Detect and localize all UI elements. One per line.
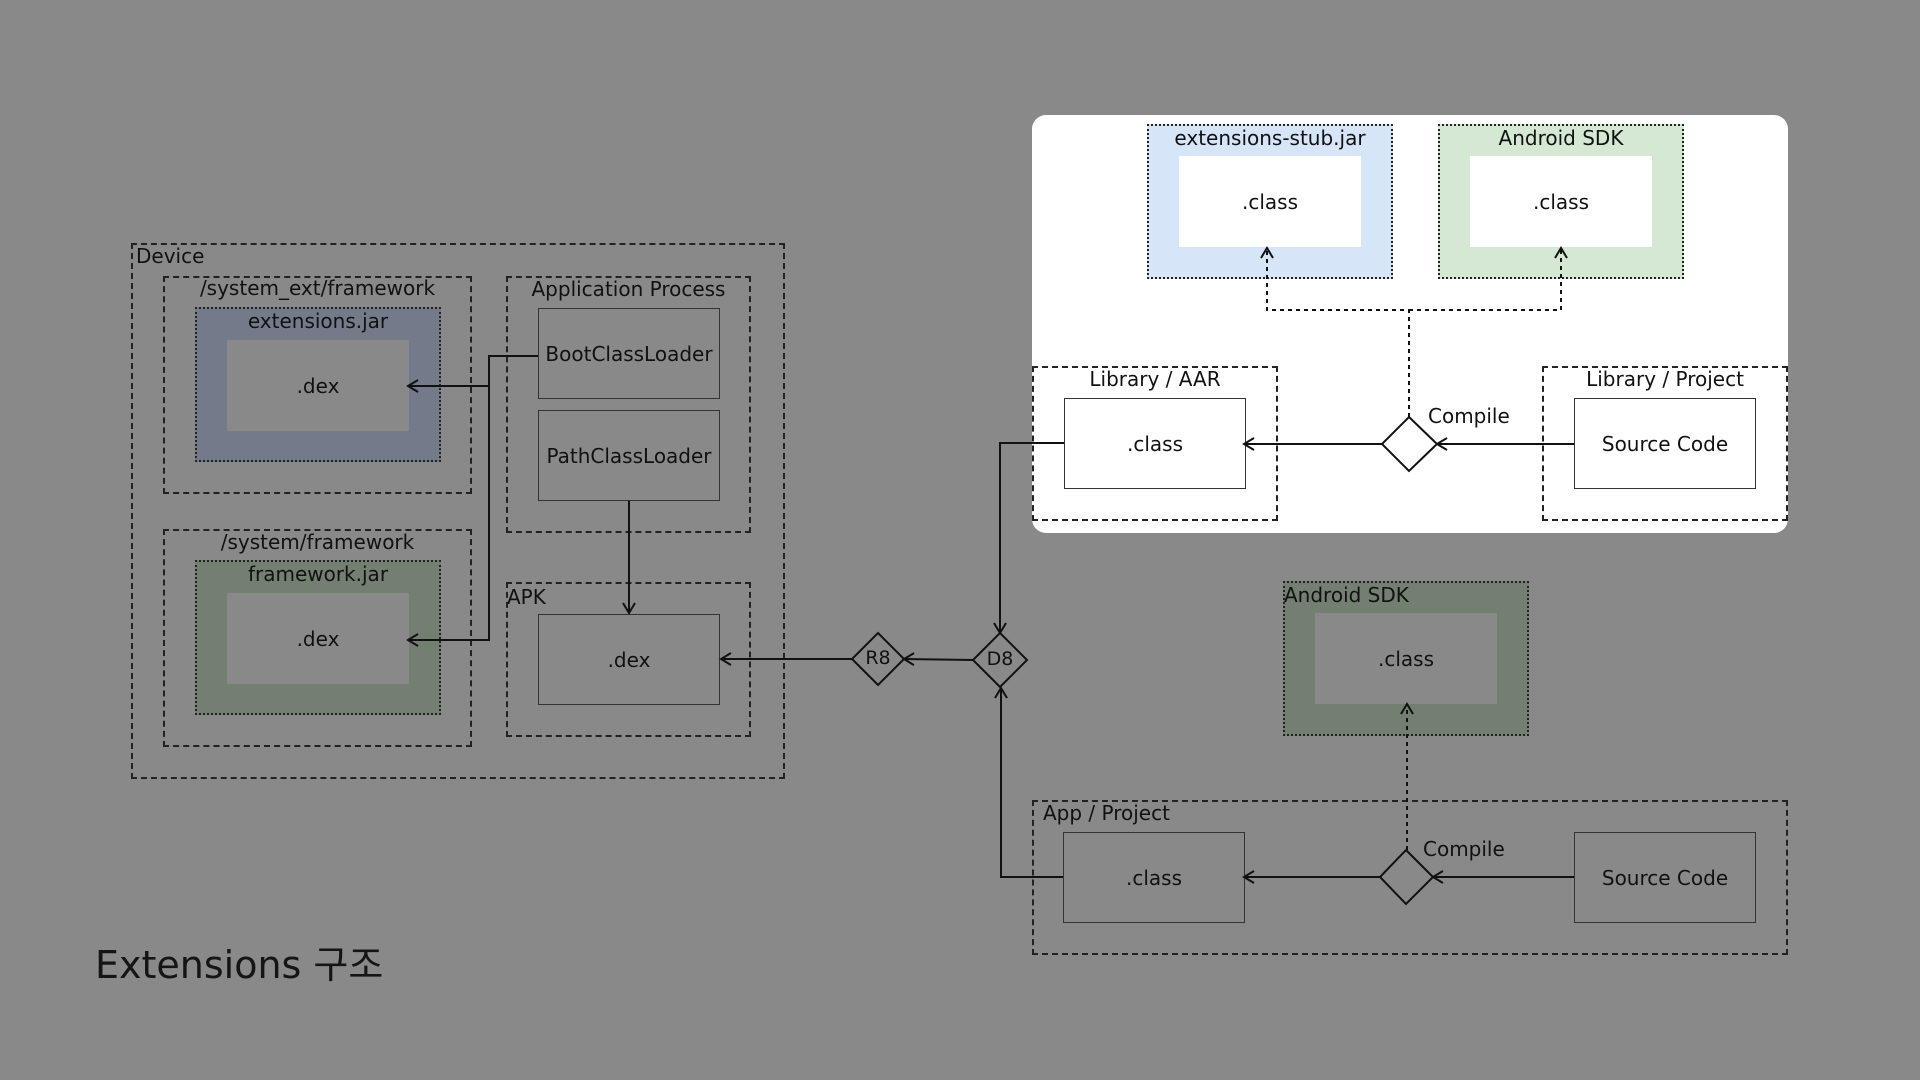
stub-class-box: .class <box>1179 156 1361 247</box>
system-framework-group <box>163 529 472 747</box>
library-source-code-box: Source Code <box>1574 398 1756 489</box>
system-ext-framework-label: /system_ext/framework <box>199 276 436 300</box>
extensions-dex-label: .dex <box>296 373 340 398</box>
app-source-code-label: Source Code <box>1601 865 1729 890</box>
app-compile-diamond <box>1378 848 1435 906</box>
boot-classloader-box: BootClassLoader <box>538 308 720 399</box>
sdk-top-class-label: .class <box>1532 189 1589 214</box>
path-classloader-box: PathClassLoader <box>538 410 720 501</box>
sdk-bottom-class-label: .class <box>1377 646 1434 671</box>
library-compile-diamond <box>1380 415 1439 473</box>
page-title: Extensions 구조 <box>95 943 384 987</box>
apk-dex-label: .dex <box>607 647 651 672</box>
r8-label: R8 <box>865 647 891 669</box>
apk-label: APK <box>507 585 546 609</box>
device-group <box>131 243 785 779</box>
extensions-jar-label: extensions.jar <box>247 309 389 333</box>
library-source-code-label: Source Code <box>1601 431 1729 456</box>
compile-to-sdk-dashed <box>1409 246 1568 311</box>
framework-jar-label: framework.jar <box>247 562 389 586</box>
library-aar-label: Library / AAR <box>1089 367 1221 391</box>
app-to-d8-arrow <box>994 686 1063 878</box>
library-compile-label: Compile <box>1428 404 1510 428</box>
d8-diamond <box>971 631 1029 689</box>
d8-to-r8-arrow <box>902 652 974 666</box>
path-classloader-label: PathClassLoader <box>546 443 712 468</box>
app-compile-label: Compile <box>1423 837 1505 861</box>
d8-label: D8 <box>986 648 1014 670</box>
aar-to-d8-arrow <box>993 442 1064 635</box>
boot-to-framework-arrow <box>406 386 490 647</box>
compile-to-stub-dashed <box>1260 246 1410 417</box>
sdk-top-class-box: .class <box>1470 156 1652 247</box>
android-sdk-bottom-label: Android SDK <box>1284 583 1409 607</box>
app-project-label: App / Project <box>1043 801 1170 825</box>
application-process-label: Application Process <box>531 277 726 301</box>
stub-class-label: .class <box>1241 189 1298 214</box>
app-class-label: .class <box>1125 865 1182 890</box>
extensions-stub-jar-label: extensions-stub.jar <box>1174 126 1366 150</box>
system-framework-label: /system/framework <box>220 530 415 554</box>
sdk-bottom-class-box: .class <box>1315 613 1497 704</box>
aar-class-label: .class <box>1126 431 1183 456</box>
app-source-code-box: Source Code <box>1574 832 1756 923</box>
device-label: Device <box>136 244 205 268</box>
boot-to-extensions-arrow <box>406 355 538 393</box>
extensions-dex-box: .dex <box>227 340 409 431</box>
framework-dex-box: .dex <box>227 593 409 684</box>
framework-dex-label: .dex <box>296 626 340 651</box>
android-sdk-top-label: Android SDK <box>1498 126 1624 150</box>
boot-classloader-label: BootClassLoader <box>545 341 713 366</box>
r8-diamond <box>850 631 906 687</box>
library-project-label: Library / Project <box>1586 367 1744 391</box>
